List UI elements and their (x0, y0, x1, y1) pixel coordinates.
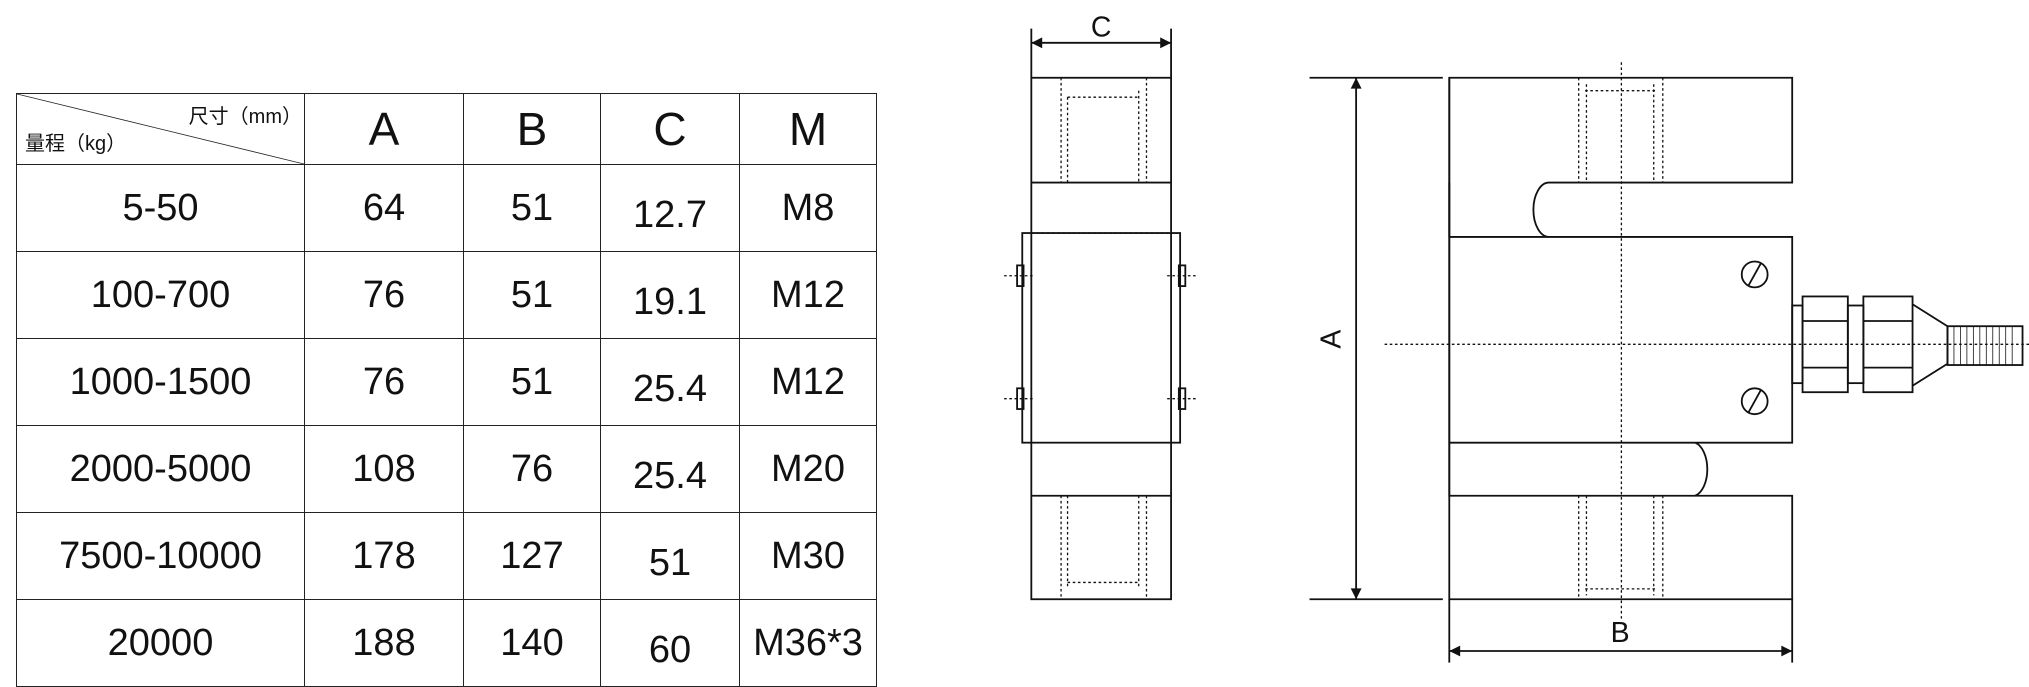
cable-connector (1791, 295, 2024, 394)
a-cell: 76 (304, 251, 464, 339)
c-cell: 51 (600, 512, 740, 600)
b-cell: 127 (463, 512, 601, 600)
c-cell: 12.7 (600, 164, 740, 252)
screw-icon (1740, 387, 1769, 416)
b-cell: 51 (463, 251, 601, 339)
a-cell: 188 (304, 599, 464, 687)
front-view: A B (1309, 62, 2029, 663)
col-header-b: B (463, 93, 601, 165)
col-header-m: M (739, 93, 877, 165)
dimension-header: 尺寸（mm） (188, 106, 302, 128)
col-header-c: C (600, 93, 740, 165)
range-header: 量程（kg） (25, 133, 127, 155)
col-header-a: A (304, 93, 464, 165)
dimension-label-b: B (1611, 617, 1630, 649)
m-cell: M36*3 (739, 599, 877, 687)
dimension-label-c: C (1091, 11, 1112, 43)
b-cell: 140 (463, 599, 601, 687)
b-cell: 51 (463, 338, 601, 426)
dimension-label-a: A (1316, 330, 1348, 349)
range-cell: 1000-1500 (16, 338, 305, 426)
screw-icon (1740, 260, 1769, 289)
range-cell: 20000 (16, 599, 305, 687)
a-cell: 64 (304, 164, 464, 252)
range-cell: 100-700 (16, 251, 305, 339)
corner-header: 尺寸（mm） 量程（kg） (16, 93, 305, 165)
m-cell: M12 (739, 338, 877, 426)
a-cell: 178 (304, 512, 464, 600)
b-cell: 51 (463, 164, 601, 252)
diagonal-divider (17, 94, 304, 164)
c-cell: 60 (600, 599, 740, 687)
m-cell: M20 (739, 425, 877, 513)
m-cell: M12 (739, 251, 877, 339)
side-view: C (1004, 11, 1199, 601)
c-cell: 19.1 (600, 251, 740, 339)
a-cell: 108 (304, 425, 464, 513)
range-cell: 7500-10000 (16, 512, 305, 600)
